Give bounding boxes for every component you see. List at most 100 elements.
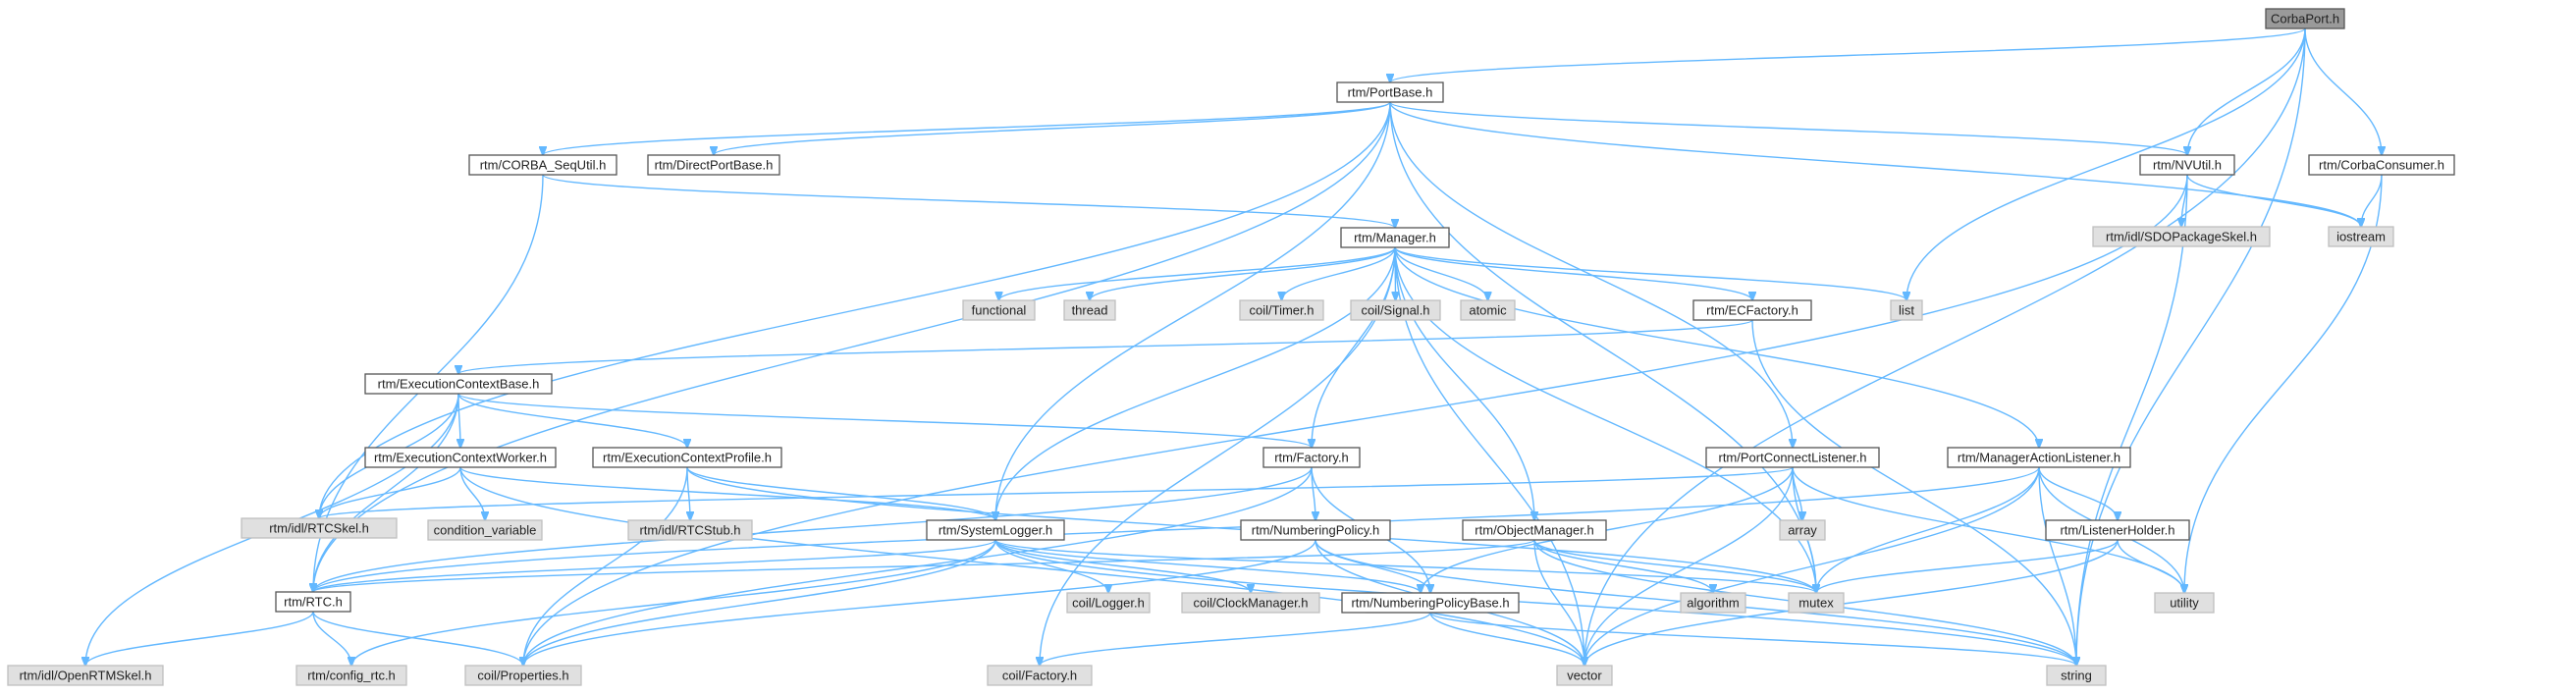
edge-numpolicy-to-coilprops — [523, 539, 1316, 666]
node-label: rtm/DirectPortBase.h — [655, 158, 774, 173]
node-label: rtm/NumberingPolicy.h — [1252, 523, 1380, 538]
node-box — [2092, 226, 2271, 247]
node-label: functional — [972, 303, 1027, 318]
node-corbaport[interactable]: CorbaPort.h — [2265, 8, 2345, 29]
edge-corbaport-to-vector — [1584, 27, 2306, 666]
edge-syslogger-to-coilprops — [523, 539, 996, 666]
node-box — [1066, 592, 1151, 614]
node-openrtm: rtm/idl/OpenRTMSkel.h — [7, 665, 164, 686]
node-ecworker[interactable]: rtm/ExecutionContextWorker.h — [364, 447, 557, 468]
node-box — [2265, 8, 2345, 29]
node-coilprops: coil/Properties.h — [464, 665, 582, 686]
edge-ecworker-to-rtcskel — [319, 466, 461, 518]
node-label: rtm/RTC.h — [284, 595, 343, 610]
edge-portconn-to-rtcskel — [319, 466, 1794, 518]
edge-numpolicybase-to-vector — [1429, 612, 1584, 666]
node-ecprofile[interactable]: rtm/ExecutionContextProfile.h — [592, 447, 782, 468]
node-label: rtm/PortBase.h — [1348, 85, 1433, 100]
node-box — [468, 154, 617, 176]
node-label: coil/ClockManager.h — [1193, 596, 1308, 611]
node-box — [2139, 154, 2235, 176]
node-atomic: atomic — [1460, 299, 1516, 321]
node-box — [295, 665, 407, 686]
node-box — [1460, 299, 1516, 321]
node-portbase[interactable]: rtm/PortBase.h — [1336, 81, 1444, 103]
node-box — [1947, 447, 2131, 468]
node-directport[interactable]: rtm/DirectPortBase.h — [647, 154, 780, 176]
node-label: coil/Properties.h — [477, 669, 568, 683]
node-box — [987, 665, 1093, 686]
node-label: mutex — [1798, 596, 1834, 611]
node-box — [1181, 592, 1320, 614]
node-sdopkg: rtm/idl/SDOPackageSkel.h — [2092, 226, 2271, 247]
node-label: vector — [1567, 669, 1602, 683]
node-box — [1705, 447, 1880, 468]
edge-nvutil-to-string — [2076, 174, 2188, 666]
node-condvar: condition_variable — [427, 519, 543, 541]
node-label: rtm/idl/SDOPackageSkel.h — [2106, 230, 2257, 244]
node-numpolicy[interactable]: rtm/NumberingPolicy.h — [1240, 519, 1391, 541]
edge-manager-to-list — [1394, 246, 1906, 300]
edge-portconn-to-vector — [1584, 466, 1794, 666]
node-box — [1788, 592, 1845, 614]
edge-ecprofile-to-rtcstub — [687, 466, 690, 520]
node-list: list — [1890, 299, 1923, 321]
edge-ecbase-to-ecprofile — [457, 393, 687, 448]
node-objmgr[interactable]: rtm/ObjectManager.h — [1462, 519, 1607, 541]
node-label: rtm/CORBA_SeqUtil.h — [480, 158, 607, 173]
edge-manager-to-mgraction — [1394, 246, 2039, 448]
node-label: rtm/idl/OpenRTMSkel.h — [20, 669, 152, 683]
node-mgraction[interactable]: rtm/ManagerActionListener.h — [1947, 447, 2131, 468]
edge-corbaport-to-string — [2076, 27, 2306, 666]
node-portconn[interactable]: rtm/PortConnectListener.h — [1705, 447, 1880, 468]
edge-corbaconsumer-to-iostream — [2361, 174, 2383, 227]
node-label: rtm/PortConnectListener.h — [1718, 451, 1866, 465]
node-string: string — [2046, 665, 2107, 686]
edge-manager-to-mutex — [1394, 246, 1816, 593]
node-label: algorithm — [1687, 596, 1739, 611]
edge-corbaport-to-nvutil — [2187, 27, 2306, 155]
node-corbaseq[interactable]: rtm/CORBA_SeqUtil.h — [468, 154, 617, 176]
node-label: utility — [2170, 596, 2199, 611]
node-numpolicybase[interactable]: rtm/NumberingPolicyBase.h — [1341, 592, 1520, 614]
node-configrtc: rtm/config_rtc.h — [295, 665, 407, 686]
node-label: rtm/ExecutionContextProfile.h — [603, 451, 772, 465]
edge-listenerholder-to-vector — [1584, 539, 2119, 666]
edge-manager-to-syslogger — [995, 246, 1396, 520]
edge-ecbase-to-ecworker — [458, 393, 460, 448]
edge-syslogger-to-coilstring — [994, 539, 1421, 593]
edge-manager-to-functional — [999, 246, 1396, 300]
edge-manager-to-thread — [1090, 246, 1396, 300]
node-mutex: mutex — [1788, 592, 1845, 614]
edge-layer — [85, 27, 2383, 666]
edge-syslogger-to-mutex — [994, 539, 1816, 593]
node-coilfactory: coil/Factory.h — [987, 665, 1093, 686]
edge-nvutil-to-iostream — [2186, 174, 2361, 227]
node-listenerholder[interactable]: rtm/ListenerHolder.h — [2045, 519, 2190, 541]
node-label: array — [1788, 523, 1817, 538]
node-label: CorbaPort.h — [2271, 12, 2339, 27]
node-label: rtm/ExecutionContextWorker.h — [374, 451, 547, 465]
node-box — [962, 299, 1036, 321]
node-rtc[interactable]: rtm/RTC.h — [275, 591, 351, 613]
node-box — [464, 665, 582, 686]
node-box — [1063, 299, 1116, 321]
node-label: coil/Timer.h — [1250, 303, 1315, 318]
node-ecbase[interactable]: rtm/ExecutionContextBase.h — [364, 373, 553, 395]
node-box — [627, 519, 753, 541]
node-manager[interactable]: rtm/Manager.h — [1340, 227, 1450, 248]
node-cointimer: coil/Timer.h — [1239, 299, 1324, 321]
node-syslogger[interactable]: rtm/SystemLogger.h — [926, 519, 1065, 541]
node-box — [1890, 299, 1923, 321]
node-corbaconsumer[interactable]: rtm/CorbaConsumer.h — [2308, 154, 2455, 176]
edge-portbase-to-corbaseq — [543, 101, 1391, 155]
node-label: rtm/Manager.h — [1354, 231, 1436, 245]
edge-manager-to-cointimer — [1282, 246, 1396, 300]
node-thread: thread — [1063, 299, 1116, 321]
node-factory[interactable]: rtm/Factory.h — [1262, 447, 1361, 468]
node-nvutil[interactable]: rtm/NVUtil.h — [2139, 154, 2235, 176]
node-box — [7, 665, 164, 686]
node-ecfactory[interactable]: rtm/ECFactory.h — [1692, 299, 1812, 321]
edge-numpolicybase-to-string — [1429, 612, 2076, 666]
node-box — [926, 519, 1065, 541]
